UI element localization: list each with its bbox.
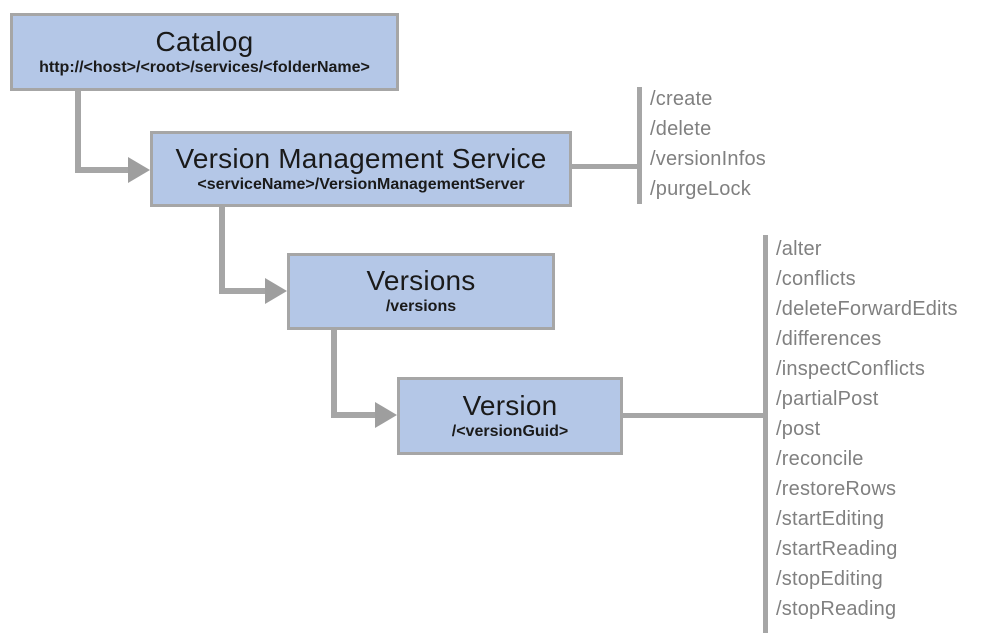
connector-version-operations [623, 413, 764, 418]
version-operations-bracket [763, 235, 768, 633]
operation-item: /deleteForwardEdits [776, 298, 958, 320]
node-version-title: Version [462, 389, 558, 421]
operation-item: /startEditing [776, 508, 885, 530]
operation-item: /stopReading [776, 598, 897, 620]
operation-item: /restoreRows [776, 478, 897, 500]
vms-operations-bracket [637, 87, 642, 204]
operation-item: /inspectConflicts [776, 358, 926, 380]
connector-catalog-vms-vertical [75, 91, 81, 173]
node-catalog: Catalog http://<host>/<root>/services/<f… [10, 13, 399, 91]
operation-item: /alter [776, 238, 822, 260]
arrowhead-versions-version-icon [375, 402, 397, 428]
node-vms-title: Version Management Service [175, 142, 547, 174]
operation-item: /purgeLock [650, 178, 751, 200]
node-version: Version /<versionGuid> [397, 377, 623, 455]
connector-vms-versions-vertical [219, 207, 225, 294]
connector-vms-operations [572, 164, 638, 169]
operation-item: /delete [650, 118, 712, 140]
connector-catalog-vms-horizontal [75, 167, 132, 173]
operation-item: /conflicts [776, 268, 856, 290]
node-versions: Versions /versions [287, 253, 555, 330]
connector-versions-version-horizontal [331, 412, 379, 418]
arrowhead-vms-versions-icon [265, 278, 287, 304]
version-operations-list: /alter/conflicts/deleteForwardEdits/diff… [776, 234, 958, 624]
connector-vms-versions-horizontal [219, 288, 269, 294]
node-catalog-title: Catalog [155, 25, 254, 57]
node-version-subtitle: /<versionGuid> [451, 422, 569, 440]
arrowhead-catalog-vms-icon [128, 157, 150, 183]
operation-item: /startReading [776, 538, 898, 560]
node-version-management-service: Version Management Service <serviceName>… [150, 131, 572, 207]
operation-item: /partialPost [776, 388, 879, 410]
operation-item: /stopEditing [776, 568, 883, 590]
operation-item: /post [776, 418, 821, 440]
operation-item: /versionInfos [650, 148, 766, 170]
connector-versions-version-vertical [331, 330, 337, 418]
operation-item: /differences [776, 328, 882, 350]
node-versions-subtitle: /versions [385, 298, 457, 316]
node-vms-subtitle: <serviceName>/VersionManagementServer [197, 175, 525, 193]
node-catalog-subtitle: http://<host>/<root>/services/<folderNam… [39, 58, 370, 76]
vms-operations-list: /create/delete/versionInfos/purgeLock [650, 84, 766, 204]
operation-item: /create [650, 88, 713, 110]
operation-item: /reconcile [776, 448, 864, 470]
node-versions-title: Versions [366, 265, 476, 296]
